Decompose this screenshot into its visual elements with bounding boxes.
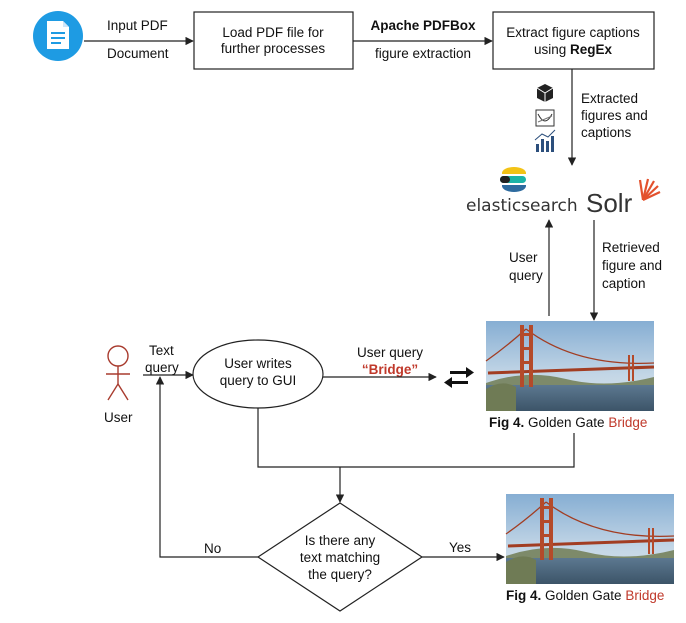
yes-label: Yes: [449, 540, 471, 555]
gui-label-line2: query to GUI: [220, 373, 297, 388]
load-pdf-label-line2: further processes: [221, 41, 326, 56]
extracted-label-line2: figures and: [581, 108, 648, 123]
load-pdf-box: [193, 11, 354, 70]
golden-gate-image-top: [484, 319, 656, 413]
extract-label-line2: using RegEx: [534, 42, 613, 57]
retrieved-label-line1: Retrieved: [602, 240, 660, 255]
3d-object-icon: [536, 84, 554, 102]
user-label: User: [104, 410, 133, 425]
retrieved-label-line3: caption: [602, 276, 646, 291]
query-label-bridge: “Bridge”: [362, 362, 418, 377]
input-pdf-label-line2: Document: [107, 46, 169, 61]
pdfbox-sublabel: figure extraction: [375, 46, 471, 61]
extracted-label-line1: Extracted: [581, 91, 638, 106]
pdfbox-label: Apache PDFBox: [370, 18, 476, 33]
line-chart-icon: [535, 109, 555, 127]
gui-label-line1: User writes: [224, 356, 292, 371]
no-label: No: [204, 541, 221, 556]
user-icon: [106, 345, 130, 401]
solr-logo-icon: [638, 178, 661, 201]
user-query-up-line2: query: [509, 268, 543, 283]
bar-chart-icon: [534, 129, 556, 152]
load-pdf-label-line1: Load PDF file for: [222, 25, 324, 40]
text-query-line2: query: [145, 360, 179, 375]
arrow-no-branch: [155, 376, 258, 558]
document-icon: [33, 11, 83, 61]
caption-top: Fig 4. Golden Gate Bridge: [489, 415, 647, 430]
extract-box: [492, 11, 655, 70]
elasticsearch-label: elasticsearch: [466, 196, 578, 216]
decision-label-line1: Is there any: [305, 533, 376, 548]
text-query-line1: Text: [149, 343, 174, 358]
extracted-label-line3: captions: [581, 125, 632, 140]
caption-bottom: Fig 4. Golden Gate Bridge: [506, 588, 664, 603]
extract-label-line1: Extract figure captions: [506, 25, 640, 40]
query-label-line1: User query: [357, 345, 423, 360]
elasticsearch-logo-icon: [500, 167, 526, 192]
input-pdf-label-line1: Input PDF: [107, 18, 168, 33]
decision-label-line2: text matching: [300, 550, 380, 565]
golden-gate-image-bottom: [504, 492, 676, 586]
retrieved-label-line2: figure and: [602, 258, 662, 273]
solr-label: Solr: [586, 188, 633, 218]
swap-arrows-icon: [444, 367, 474, 388]
decision-label-line3: the query?: [308, 567, 372, 582]
merge-line: [257, 408, 575, 468]
user-query-up-line1: User: [509, 250, 538, 265]
decision-diamond: [256, 502, 424, 612]
